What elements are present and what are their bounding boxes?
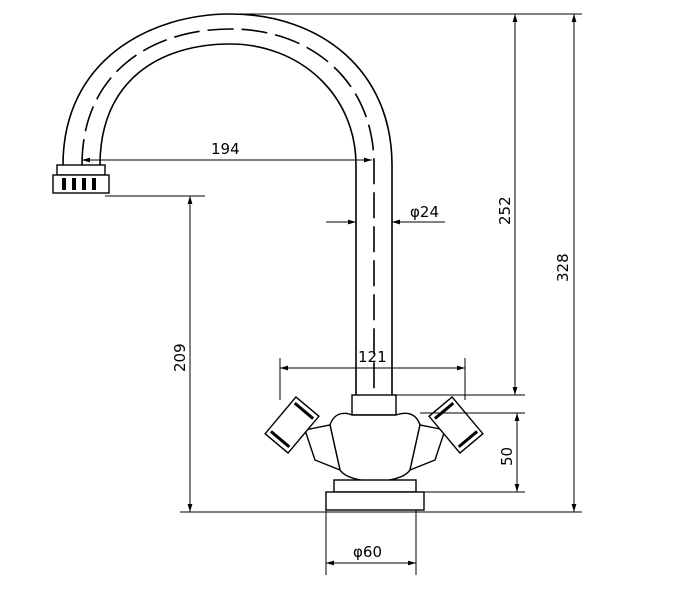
dimension-spout-reach: 194 — [82, 140, 372, 163]
dimension-label-60: φ60 — [353, 543, 382, 561]
dimension-label-209: 209 — [171, 343, 189, 372]
left-handle — [264, 395, 341, 472]
dimension-label-50: 50 — [498, 447, 516, 466]
dimension-handle-span: 121 — [280, 348, 465, 371]
dimension-label-252: 252 — [496, 196, 514, 225]
spout-aerator — [52, 164, 110, 194]
faucet-body — [325, 394, 425, 511]
dimension-body-height: 50 — [498, 413, 520, 492]
dimension-label-121: 121 — [358, 348, 387, 366]
reference-lines — [105, 13, 582, 575]
dimension-outlet-height: 209 — [171, 196, 193, 512]
dimension-label-24: φ24 — [410, 203, 439, 221]
right-handle — [409, 395, 484, 472]
dimension-total-height: 328 — [554, 14, 577, 512]
dimension-base-diameter: φ60 — [326, 543, 416, 566]
dimension-spout-diameter: φ24 — [326, 203, 445, 225]
dimension-label-194: 194 — [211, 140, 240, 158]
spout — [62, 13, 393, 395]
dimension-spout-height: 252 — [496, 14, 518, 395]
dimension-label-328: 328 — [554, 253, 572, 282]
